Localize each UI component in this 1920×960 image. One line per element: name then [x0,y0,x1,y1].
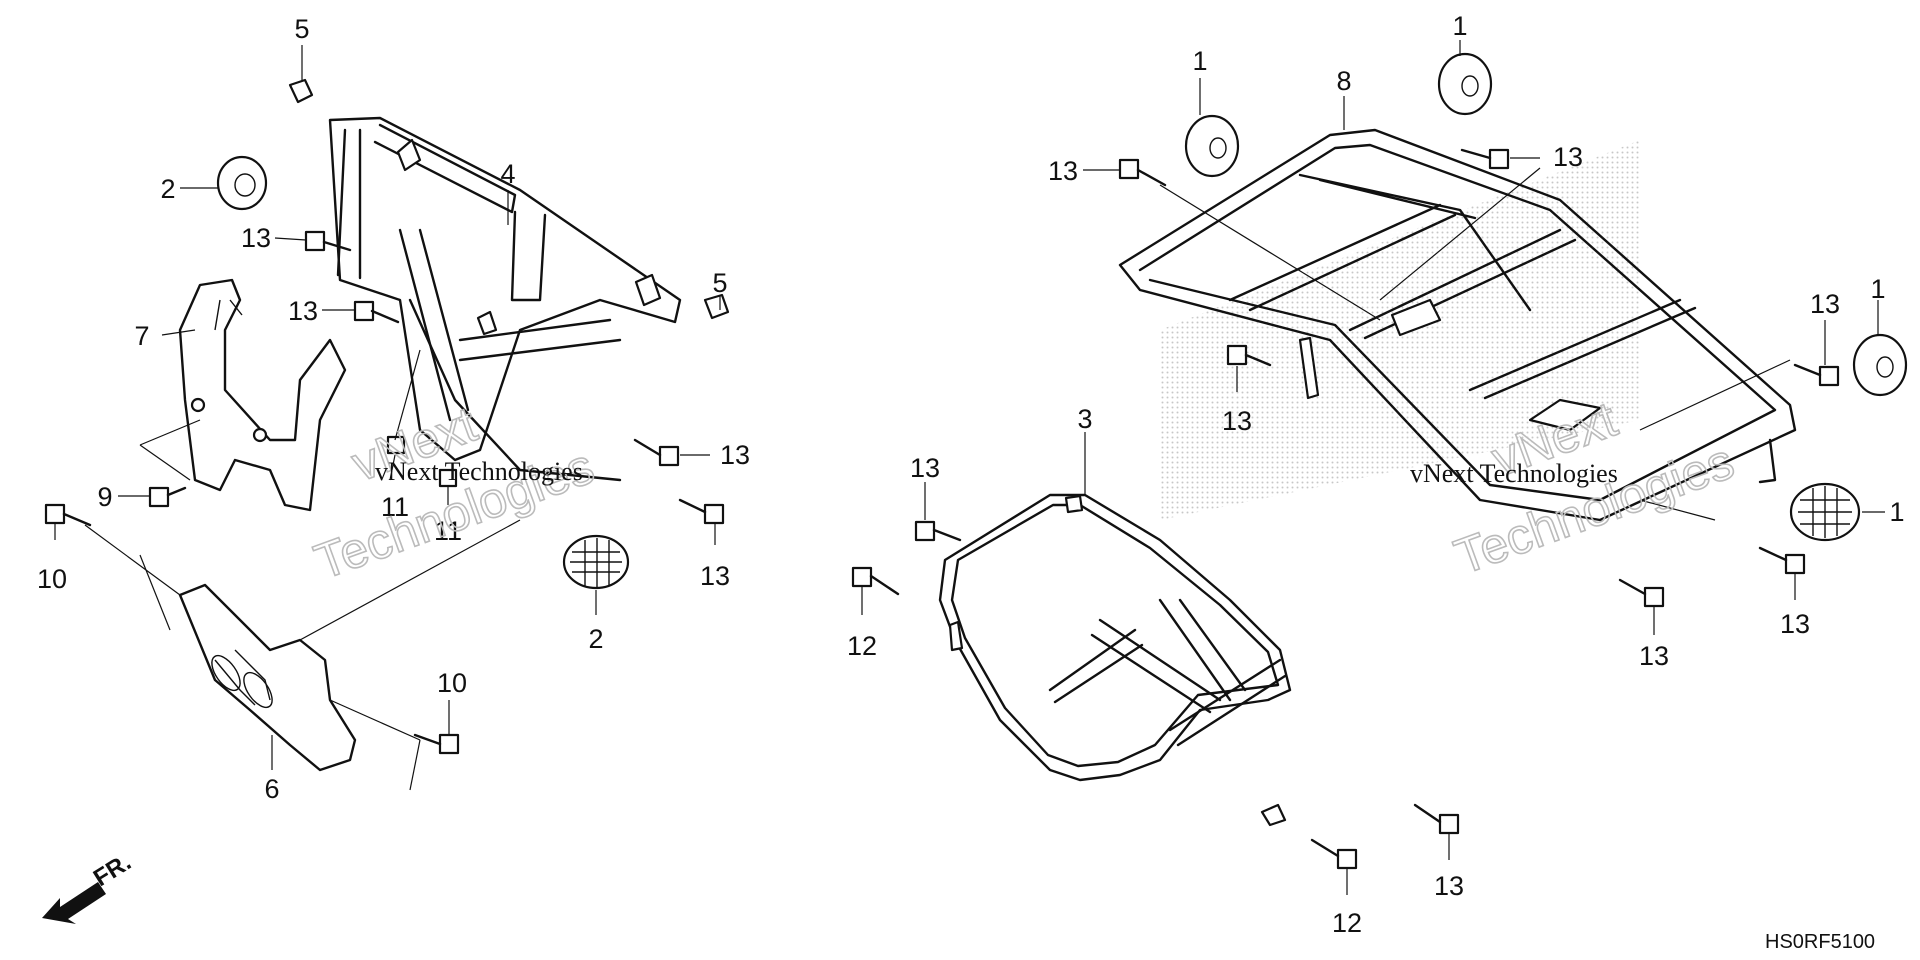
callout-1: 1 [1889,497,1904,527]
bolt-13l [1413,803,1460,835]
callout-13: 13 [241,223,271,253]
callout-13: 13 [1222,406,1252,436]
bolt-left-group [44,78,730,755]
bolt-right-group [851,52,1908,870]
callout-7: 7 [134,321,149,351]
bolt-10a [44,503,92,527]
reflector-1d [1789,482,1861,542]
callout-13: 13 [1553,142,1583,172]
callout-labels: 5 2 13 4 13 7 5 9 11 11 13 13 10 2 10 6 … [37,11,1905,938]
bolt-13g [1226,344,1272,367]
front-carrier [938,493,1292,827]
callout-12: 12 [847,631,877,661]
callout-8: 8 [1336,66,1351,96]
bolt-13b [353,300,400,324]
bolt-10b [413,733,460,755]
bolt-12b [1310,838,1358,870]
front-direction-arrow: FR. [42,849,136,924]
callout-6: 6 [264,774,279,804]
callout-1: 1 [1192,46,1207,76]
bolt-12a [851,566,900,596]
watermark-left: vNext Technologies vNext Technologies [307,395,602,591]
bolt-9 [148,486,187,508]
skid-plate [178,583,357,772]
callout-13: 13 [910,453,940,483]
callout-13: 13 [1434,871,1464,901]
front-bracket [178,278,347,512]
callout-2: 2 [160,174,175,204]
callout-11: 11 [381,492,409,522]
callout-12: 12 [1332,908,1362,938]
bolt-13i [914,520,962,542]
callout-13: 13 [288,296,318,326]
nut-5b [703,293,730,320]
callout-13: 13 [1810,289,1840,319]
callout-13: 13 [1048,156,1078,186]
callout-5: 5 [712,268,727,298]
bolt-13j [1758,546,1806,575]
callout-2: 2 [588,624,603,654]
callout-13: 13 [1780,609,1810,639]
front-bumper-guard [328,116,682,482]
bolt-13e [1118,158,1167,187]
callout-1: 1 [1452,11,1467,41]
callout-5: 5 [294,14,309,44]
bolt-13d [678,498,725,525]
arrow-icon [42,882,106,924]
rubber-mount-1b [1437,52,1493,116]
callout-9: 9 [97,482,112,512]
callout-11: 11 [434,516,462,546]
bolt-13f [1460,148,1510,170]
callout-4: 4 [500,159,515,189]
leader-lines-right [861,40,1885,895]
watermark-text-right: vNext Technologies [1410,459,1618,488]
rubber-mount-1a [1184,114,1240,178]
callout-1: 1 [1870,274,1885,304]
rubber-mount-1c [1852,333,1908,397]
callout-10: 10 [37,564,67,594]
nut-5a [288,78,314,104]
callout-13: 13 [720,440,750,470]
bolt-13c [633,438,680,467]
callout-3: 3 [1077,404,1092,434]
callout-13: 13 [1639,641,1669,671]
bolt-13k [1618,578,1665,608]
callout-10: 10 [437,668,467,698]
reflector-2b [562,534,630,590]
diagram-code: HS0RF5100 [1765,931,1875,953]
watermark-text-left: vNext Technologies [375,457,583,486]
callout-13: 13 [700,561,730,591]
leader-lines-left [54,45,721,791]
rear-carrier [1118,128,1797,522]
rubber-mount-2a [216,155,268,211]
bolt-13h [1793,363,1840,387]
bolt-13a [304,230,352,252]
